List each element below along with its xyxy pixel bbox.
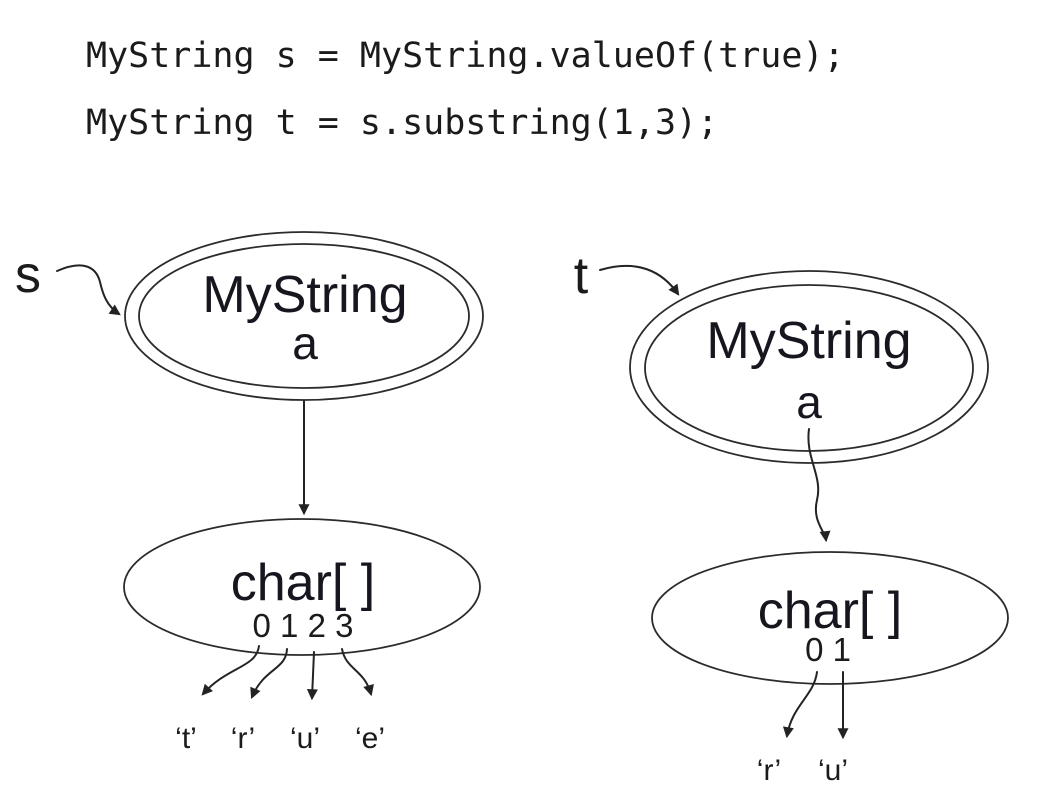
- s-index-0-arrow: [201, 645, 260, 696]
- s-array-element-3: ‘e’: [355, 722, 385, 755]
- t-array-ellipse: [651, 551, 1009, 685]
- t-object-field-label: a: [796, 376, 822, 428]
- s-index-1-arrow: [250, 648, 288, 700]
- t-object-to-array-arrow: [807, 428, 831, 543]
- code-line-1: MyString s = MyString.valueOf(true);: [86, 36, 845, 76]
- s-array-type-label: char[ ]: [231, 554, 376, 612]
- t-index-0-arrow: [782, 671, 818, 739]
- t-array-element-1: ‘u’: [818, 754, 848, 787]
- s-object-inner-ellipse: [138, 243, 470, 389]
- diagram-t: t MyString a char[ ] 0 1 ‘r’ ‘u’: [574, 247, 1009, 787]
- s-object-field-label: a: [292, 317, 318, 369]
- t-array-indices: 0 1: [805, 631, 851, 668]
- code-line-2: MyString t = s.substring(1,3);: [86, 103, 719, 143]
- s-array-indices: 0 1 2 3: [253, 607, 354, 644]
- t-array-element-0: ‘r’: [757, 754, 781, 787]
- s-array-element-2: ‘u’: [290, 722, 320, 755]
- t-array-type-label: char[ ]: [758, 582, 903, 640]
- s-object-class-name: MyString: [202, 266, 407, 324]
- t-pointer-label: t: [574, 247, 589, 305]
- s-index-3-arrow: [341, 648, 374, 697]
- t-object-class-name: MyString: [706, 312, 911, 370]
- s-pointer-label: s: [15, 246, 41, 304]
- s-array-element-0: ‘t’: [175, 722, 197, 755]
- diagram-s: s MyString a char[ ] 0 1 2 3 ‘t’ ‘r’ ‘u’…: [15, 231, 484, 755]
- t-pointer-arrow: [599, 264, 680, 296]
- s-array-element-1: ‘r’: [231, 722, 255, 755]
- s-index-2-arrow: [306, 651, 318, 701]
- s-array-ellipse: [123, 518, 481, 656]
- s-pointer-arrow: [56, 264, 121, 316]
